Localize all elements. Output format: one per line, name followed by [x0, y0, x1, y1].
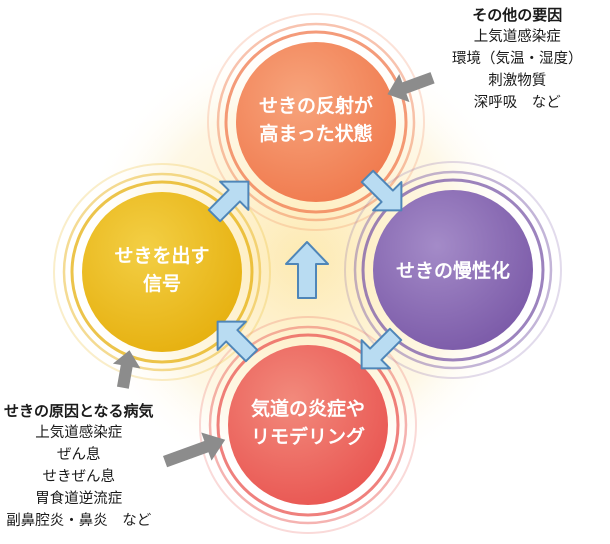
node-disc	[373, 190, 533, 350]
node-ring-inner	[361, 178, 545, 362]
node-ring-outer	[53, 163, 271, 381]
arrow-right-to-bottom	[360, 327, 403, 370]
other-factors-title: その他の要因	[472, 6, 563, 24]
arrow-top-to-right	[360, 169, 403, 212]
node-chronic-cough: せきの慢性化	[344, 161, 562, 379]
arrow-bottom-to-left	[216, 320, 259, 363]
other-factors-item: 上気道感染症	[473, 29, 561, 45]
causes-item: 胃食道逆流症	[35, 491, 123, 507]
node-cough-reflex-heightened: せきの反射が 高まった状態	[207, 13, 425, 231]
node-ring-inner	[216, 333, 400, 517]
causes-title: せきの原因となる病気	[4, 402, 154, 420]
arrow-causes-to-left	[112, 350, 141, 389]
node-label-line-1: 気道の炎症や	[251, 397, 365, 420]
node-ring-inner	[224, 30, 408, 214]
node-disc	[236, 42, 396, 202]
node-label-line-2: 高まった状態	[259, 122, 372, 145]
node-ring-middle	[62, 172, 262, 372]
arrow-causes-to-bottom	[162, 432, 226, 468]
arrow-left-to-top	[207, 180, 250, 223]
other-factors-item: 深呼吸 など	[473, 95, 561, 111]
causes-note: せきの原因となる病気 上気道感染症 ぜん息 せきぜん息 胃食道逆流症 副鼻腔炎・…	[4, 400, 154, 532]
node-ring-middle	[216, 22, 416, 222]
node-ring-outer	[344, 161, 562, 379]
causes-item: ぜん息	[57, 447, 101, 463]
arrow-bottom-to-top-center	[285, 241, 329, 299]
node-label-line-1: せきの反射が	[259, 94, 373, 117]
node-label-line-2: 信号	[143, 272, 181, 295]
node-ring-middle	[208, 325, 408, 525]
node-disc	[228, 345, 388, 505]
node-label-line-2: リモデリング	[251, 425, 365, 448]
other-factors-note: その他の要因 上気道感染症 環境（気温・湿度） 刺激物質 深呼吸 など	[452, 4, 583, 114]
causes-item: せきぜん息	[42, 469, 116, 485]
node-disc	[82, 192, 242, 352]
node-ring-inner	[70, 180, 254, 364]
node-ring-outer	[199, 316, 417, 534]
node-label-line-1: せきを出す	[114, 244, 209, 267]
causes-item: 上気道感染症	[35, 425, 123, 441]
causes-item: 副鼻腔炎・鼻炎 など	[6, 513, 152, 529]
node-airway-inflammation: 気道の炎症や リモデリング	[199, 316, 417, 534]
arrow-other-factors-to-top	[387, 72, 435, 103]
node-ring-middle	[353, 170, 553, 370]
other-factors-item: 刺激物質	[488, 73, 547, 89]
node-ring-outer	[207, 13, 425, 231]
node-cough-signal: せきを出す 信号	[53, 163, 271, 381]
other-factors-item: 環境（気温・湿度）	[452, 51, 583, 67]
node-label-line-1: せきの慢性化	[396, 259, 510, 282]
